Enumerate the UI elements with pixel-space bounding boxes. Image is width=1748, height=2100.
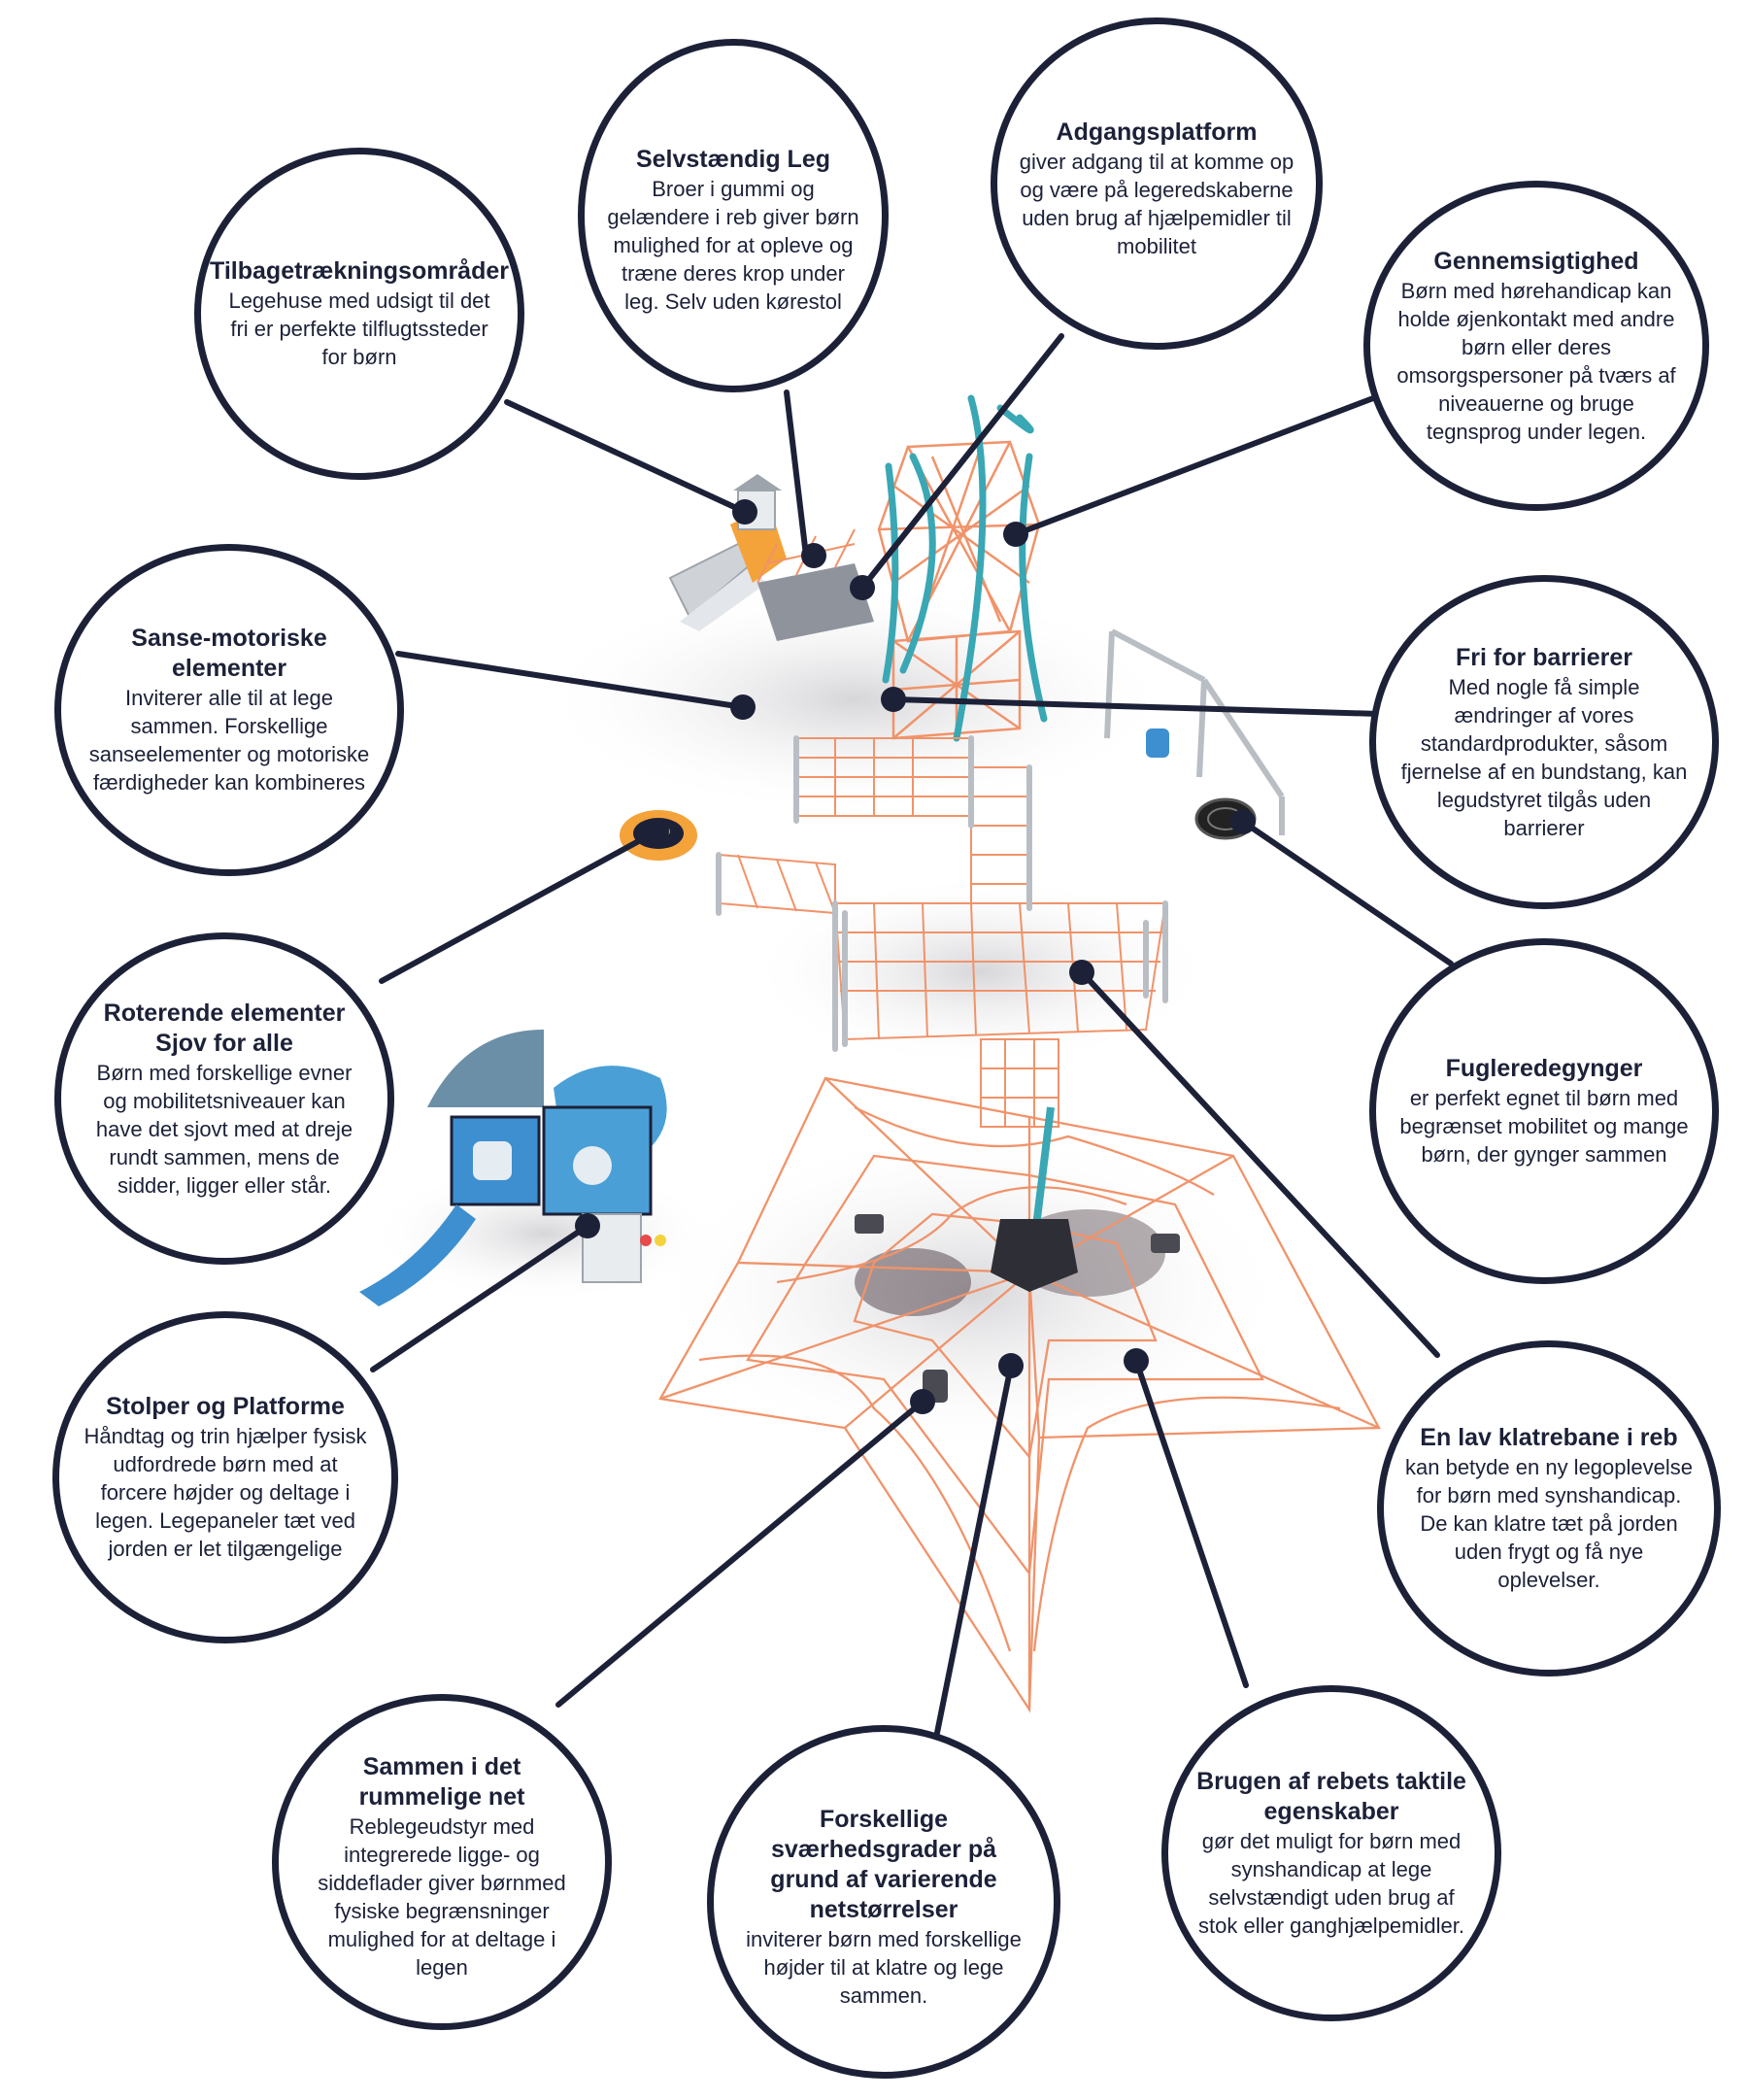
callout-title: Brugen af rebets taktile egenskaber [1196, 1768, 1466, 1825]
callout-description: kan betyde en ny legoplevelse for børn m… [1405, 1455, 1693, 1592]
callout-description: gør det muligt for børn med synshandicap… [1198, 1829, 1464, 1938]
callout-forskellige-svaerhedsgrader: Forskellige sværhedsgrader på grund af v… [707, 1725, 1060, 2079]
callout-description: Broer i gummi og gelændere i reb giver b… [607, 177, 859, 314]
callout-description: Reblegeudstyr med integrerede ligge- og … [318, 1814, 566, 1980]
callout-tilbagetraekningsomraader: Tilbagetrækningsområder Legehuse med uds… [194, 148, 524, 480]
net-posts [716, 735, 1168, 1052]
callout-description: er perfekt egnet til børn med begrænset … [1399, 1086, 1689, 1167]
callout-title: Sammen i det rummelige net [358, 1753, 525, 1811]
callout-gennemsigtighed: Gennemsigtighed Børn med hørehandicap ka… [1363, 181, 1709, 511]
connector-lines [370, 333, 1454, 1736]
anchor-dots [575, 499, 1256, 1414]
slide-tower [668, 474, 787, 631]
callout-fugleredegynger: Fugleredegynger er perfekt egnet til bør… [1369, 938, 1719, 1284]
callout-stolper-og-platforme: Stolper og Platforme Håndtag og trin hjæ… [52, 1311, 398, 1643]
callout-sammen-i-det-rummelige-net: Sammen i det rummelige net Reblegeudstyr… [272, 1694, 612, 2030]
callout-description: Legehuse med udsigt til det fri er perfe… [228, 288, 490, 369]
callout-title: En lav klatrebane i reb [1420, 1424, 1678, 1451]
callout-title: Forskellige sværhedsgrader på grund af v… [770, 1805, 997, 1923]
callout-subtitle: Sjov for alle [155, 1029, 293, 1057]
callout-sanse-motoriske-elementer: Sanse-motoriske elementer Inviterer alle… [54, 544, 404, 876]
callout-description: Inviterer alle til at lege sammen. Forsk… [88, 686, 370, 795]
callout-brugen-af-rebets: Brugen af rebets taktile egenskaber gør … [1161, 1685, 1501, 2021]
callout-description: Børn med forskellige evner og mobilitets… [95, 1060, 353, 1198]
callout-adgangsplatform: Adgangsplatform giver adgang til at komm… [991, 17, 1323, 350]
ground-shadows [369, 583, 1292, 1457]
callout-title: Fri for barrierer [1455, 643, 1632, 671]
middle-nets [718, 737, 1167, 1128]
callout-title: Adgangsplatform [1056, 118, 1258, 146]
callout-title: Sanse-motoriske elementer [131, 625, 327, 682]
callout-description: Håndtag og trin hjælper fysisk udfordred… [84, 1424, 367, 1561]
spider-web-mast [855, 1106, 1180, 1403]
callout-fri-for-barrierer: Fri for barrierer Med nogle få simple æn… [1369, 575, 1719, 909]
callout-roterende-elementer: Roterende elementer Sjov for alle Børn m… [54, 932, 394, 1265]
callout-title: Gennemsigtighed [1433, 247, 1639, 275]
callout-title: Selvstændig Leg [635, 146, 831, 173]
callout-description: Børn med hørehandicap kan holde øjenkont… [1396, 278, 1676, 444]
callout-title: Roterende elementer [103, 999, 346, 1027]
play-house [359, 1030, 667, 1306]
callout-selvstaendig-leg: Selvstændig Leg Broer i gummi og gelænde… [578, 39, 889, 392]
callout-title: Tilbagetrækningsområder [210, 257, 509, 285]
callout-en-lav-klatrebane: En lav klatrebane i reb kan betyde en ny… [1377, 1340, 1721, 1677]
callout-title: Fugleredegynger [1445, 1055, 1643, 1082]
tower-poles [882, 394, 1048, 742]
callout-description: inviterer børn med forskellige højder ti… [746, 1926, 1022, 2008]
callout-description: giver adgang til at komme op og være på … [1019, 149, 1294, 258]
callout-title: Stolper og Platforme [106, 1393, 345, 1420]
callout-description: Med nogle få simple ændringer af vores s… [1400, 674, 1688, 840]
